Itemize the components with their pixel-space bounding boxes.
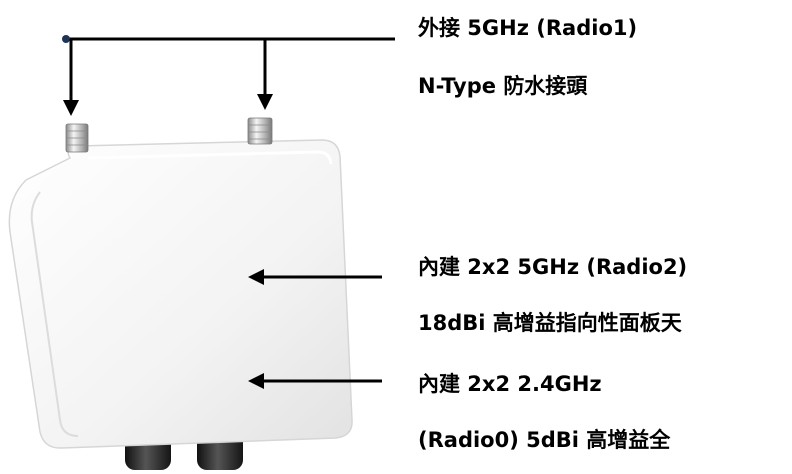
- internal-24g-antenna-label: 內建 2x2 2.4GHz: [418, 372, 602, 396]
- arrow-left-icon: [248, 269, 264, 285]
- internal-5g-antenna-gain-label: 18dBi 高增益指向性面板天: [418, 311, 682, 335]
- access-point-body: [8, 139, 353, 449]
- n-type-connector-left: [65, 123, 89, 153]
- external-antenna-connector-label: N-Type 防水接頭: [418, 74, 588, 98]
- internal-24g-antenna-gain-label: (Radio0) 5dBi 高增益全: [418, 428, 671, 452]
- arrow-down-left-icon: [63, 100, 79, 116]
- external-antenna-label: 外接 5GHz (Radio1): [418, 16, 638, 40]
- n-type-connector-right: [247, 117, 273, 145]
- internal-5g-antenna-label: 內建 2x2 5GHz (Radio2): [418, 255, 688, 279]
- callout-dot: [62, 35, 70, 43]
- external-antenna-callout: [62, 35, 395, 116]
- arrow-down-right-icon: [257, 94, 273, 110]
- internal-5g-callout: [248, 269, 382, 285]
- arrow-left-icon: [248, 373, 264, 389]
- internal-24g-callout: [248, 373, 382, 389]
